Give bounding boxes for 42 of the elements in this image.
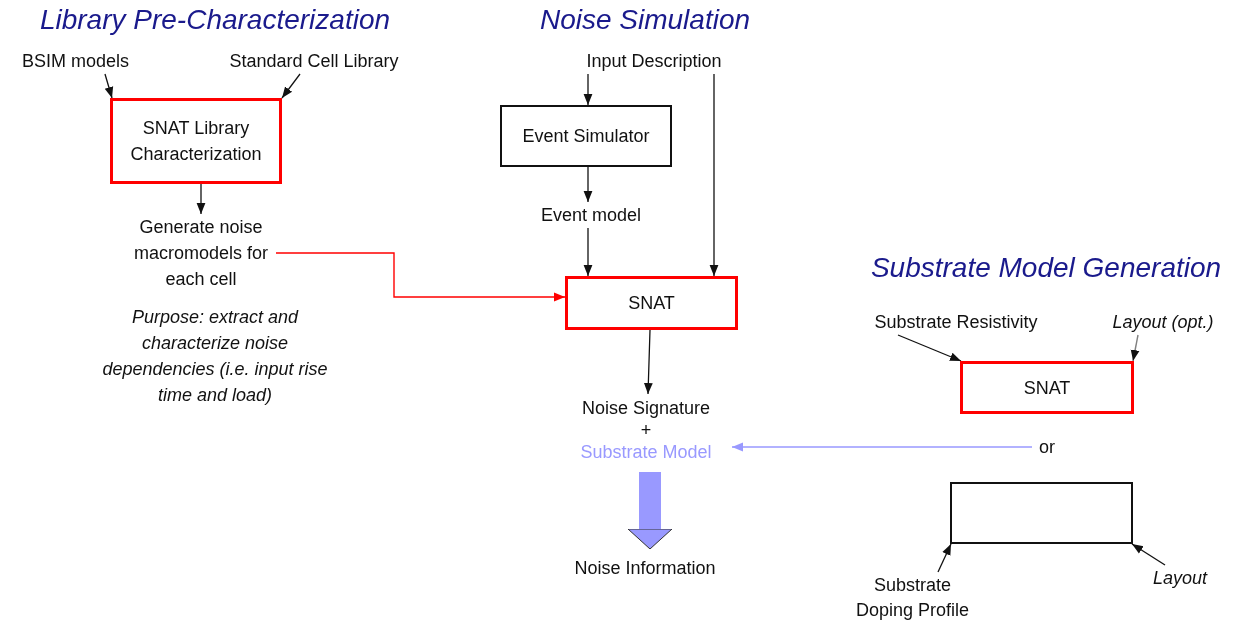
process-box — [110, 98, 282, 184]
section-heading: Substrate Model Generation — [869, 252, 1223, 284]
block-arrow — [627, 472, 673, 550]
arrow — [897, 334, 962, 362]
arrow — [104, 73, 114, 99]
arrow — [731, 442, 1033, 452]
arrow — [583, 166, 593, 203]
connector-word: or — [1032, 434, 1062, 460]
process-box — [500, 105, 672, 167]
input-label: Layout — [1145, 565, 1215, 591]
arrow — [1131, 543, 1166, 566]
box-label: SNAT Library Characterization — [129, 117, 263, 166]
arrow — [643, 329, 653, 395]
arrow — [1130, 334, 1140, 362]
box-label: SNAT — [1023, 376, 1071, 400]
input-label: Standard Cell Library — [208, 48, 420, 74]
output-label: Noise Information — [550, 555, 740, 581]
process-box — [960, 361, 1134, 414]
node-text: + — [640, 419, 652, 441]
arrow — [583, 227, 593, 277]
intermediate-label: Event model — [526, 202, 656, 228]
input-label: BSIM models — [8, 48, 143, 74]
section-heading: Library Pre-Characterization — [38, 4, 392, 36]
arrow — [709, 73, 719, 277]
input-label: Substrate Resistivity — [852, 309, 1060, 335]
input-label: Substrate Doping Profile — [850, 572, 975, 624]
arrow — [196, 183, 206, 215]
node-text: Substrate Model — [580, 441, 712, 463]
input-label: Input Description — [568, 48, 740, 74]
arrow — [281, 73, 301, 99]
section-heading: Noise Simulation — [538, 4, 752, 36]
arrow — [275, 252, 566, 302]
arrow — [583, 73, 593, 106]
input-label: Layout (opt.) — [1106, 309, 1220, 335]
arrow — [937, 543, 952, 573]
node-text: Noise Signature — [581, 397, 711, 419]
box-label: Event Simulator — [522, 125, 650, 148]
purpose-note: Purpose: extract and characterize noise dependencies (i.e. input rise time and load) — [101, 306, 329, 407]
output-label: Generate noise macromodels for each cell — [126, 214, 276, 292]
box-label: SNAT — [628, 292, 675, 315]
process-box — [565, 276, 738, 330]
process-box — [950, 482, 1133, 544]
